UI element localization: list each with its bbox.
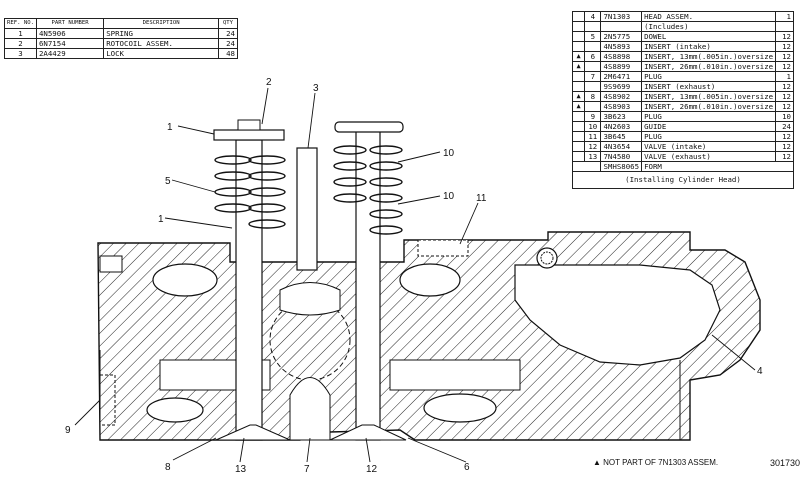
callout-label: 13 xyxy=(235,464,247,475)
callout-label: 11 xyxy=(476,193,487,204)
drawing-number: 301730 xyxy=(770,458,801,468)
dowel xyxy=(296,147,318,271)
callout-label: 4 xyxy=(757,366,763,377)
table-header-row: REF. NO. PART NUMBER DESCRIPTION QTY xyxy=(4,18,238,29)
callout-label: 7 xyxy=(304,464,310,475)
cell-part: 2A4429 xyxy=(35,48,105,59)
cell-qty: 48 xyxy=(218,48,238,59)
callout-label: 6 xyxy=(464,462,470,473)
footnote: ▲ NOT PART OF 7N1303 ASSEM. xyxy=(593,458,719,467)
callout-label: 1 xyxy=(158,214,164,225)
callout-label: 10 xyxy=(443,191,455,202)
callout-label: 10 xyxy=(443,148,455,159)
callout-label: 3 xyxy=(313,83,319,94)
callout-label: 9 xyxy=(65,425,71,436)
callout-label: 2 xyxy=(266,77,272,88)
exhaust-valve xyxy=(213,119,291,441)
callout-label: 8 xyxy=(165,462,171,473)
intake-valve xyxy=(329,121,407,441)
head-casting xyxy=(97,231,761,441)
callout-label: 12 xyxy=(366,464,378,475)
table-note: (Installing Cylinder Head) xyxy=(572,171,794,189)
leader-lines xyxy=(74,87,756,463)
callout-label: 1 xyxy=(167,122,173,133)
callout-label: 5 xyxy=(165,176,171,187)
